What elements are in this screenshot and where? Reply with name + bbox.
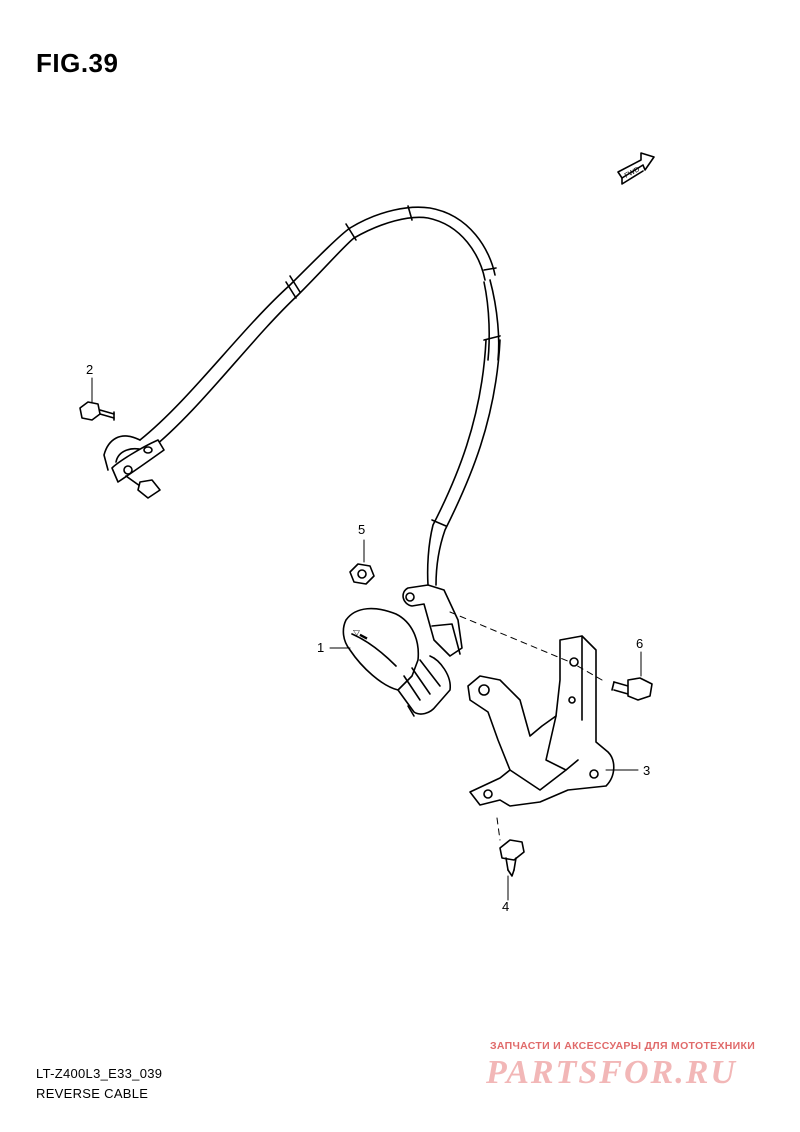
reverse-lever-part-1: ◁ ▬ xyxy=(342,584,463,717)
bolt-part-6 xyxy=(611,677,653,701)
callout-5: 5 xyxy=(358,522,366,537)
fwd-arrow-icon: FWD xyxy=(617,152,655,185)
assembly-lines xyxy=(449,611,603,841)
screw-part-4 xyxy=(499,839,525,877)
bracket-part-3 xyxy=(467,635,615,807)
callout-6: 6 xyxy=(636,636,644,651)
callout-leaders xyxy=(91,377,642,901)
figure-title: FIG.39 xyxy=(36,48,119,78)
reverse-cable xyxy=(103,205,501,586)
watermark-logo: PARTSFOR.RU xyxy=(486,1054,737,1091)
bolt-part-2 xyxy=(79,401,115,421)
watermark-tagline: ЗАПЧАСТИ И АКСЕССУАРЫ ДЛЯ МОТОТЕХНИКИ xyxy=(490,1040,756,1052)
callout-4: 4 xyxy=(502,899,510,914)
callout-3: 3 xyxy=(643,763,651,778)
model-code: LT-Z400L3_E33_039 xyxy=(36,1066,163,1081)
diagram-caption: REVERSE CABLE xyxy=(36,1086,149,1101)
callout-2: 2 xyxy=(86,362,94,377)
callout-1: 1 xyxy=(317,640,325,655)
nut-part-5 xyxy=(349,563,375,585)
